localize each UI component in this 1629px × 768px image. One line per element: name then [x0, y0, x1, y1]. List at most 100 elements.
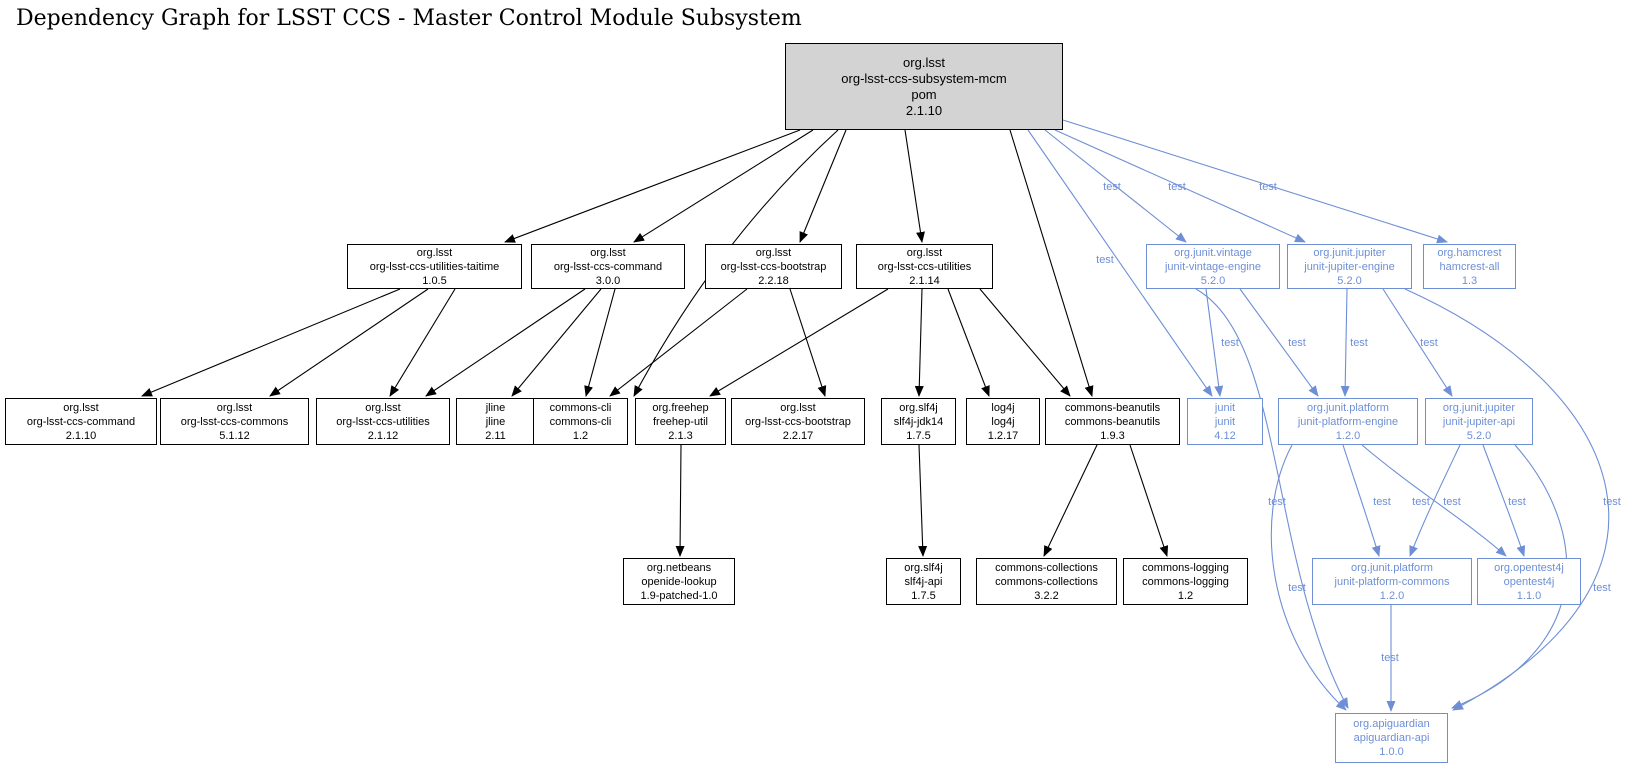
node-group: org.lsst	[903, 54, 945, 70]
node-slf4j-jdk14: org.slf4j slf4j-jdk14 1.7.5	[881, 398, 956, 445]
node-group: org.junit.jupiter	[1313, 246, 1386, 259]
node-group: org.apiguardian	[1353, 718, 1430, 730]
node-group: org.junit.platform	[1351, 561, 1433, 574]
edge-jupiter-engine-jupiter-api	[1382, 288, 1453, 397]
node-version: 2.1.3	[668, 429, 693, 442]
edge-scope-label: test	[1381, 652, 1399, 664]
node-version: 1.7.5	[911, 589, 936, 602]
node-version: 1.2.0	[1335, 429, 1361, 442]
node-apiguardian-api: org.apiguardian apiguardian-api 1.0.0	[1335, 713, 1448, 763]
node-artifact: slf4j-api	[904, 575, 943, 588]
edge-commons-beanutils-commons-logging	[1129, 444, 1169, 557]
node-commons-cli: commons-cli commons-cli 1.2	[533, 398, 628, 445]
node-version: 2.1.12	[367, 429, 399, 442]
node-artifact: org-lsst-ccs-bootstrap	[720, 260, 827, 273]
node-artifact: org-lsst-ccs-command	[26, 415, 136, 428]
node-group: commons-cli	[549, 401, 612, 414]
edge-root-vintage-engine	[1044, 129, 1187, 243]
node-group: org.junit.platform	[1307, 401, 1389, 414]
node-org-lsst-ccs-commons: org.lsst org-lsst-ccs-commons 5.1.12	[160, 398, 309, 445]
node-group: org.hamcrest	[1437, 246, 1502, 259]
edge-scope-label: test	[1221, 337, 1239, 349]
edge-freehep-util-openide-lookup	[675, 444, 685, 557]
node-artifact: junit	[1214, 415, 1236, 428]
node-version: 5.2.0	[1337, 274, 1362, 287]
node-version: 4.12	[1214, 429, 1236, 442]
edge-scope-label: test	[1259, 181, 1277, 193]
node-group: commons-collections	[995, 561, 1098, 574]
node-artifact: org-lsst-ccs-utilities	[877, 260, 972, 273]
node-group: org.lsst	[216, 401, 253, 414]
node-group: org.lsst	[780, 401, 816, 414]
node-group: org.freehep	[652, 401, 709, 414]
node-group: org.slf4j	[899, 401, 938, 414]
node-group: org.slf4j	[904, 561, 943, 574]
node-slf4j-api: org.slf4j slf4j-api 1.7.5	[886, 558, 961, 605]
node-group: org.opentest4j	[1494, 561, 1564, 574]
edge-bootstrap-2218-bootstrap-2217	[789, 288, 827, 397]
edge-jupiter-engine-apiguardian	[1404, 288, 1610, 711]
edge-scope-label: test	[1373, 496, 1391, 508]
edge-scope-label: test	[1288, 337, 1306, 349]
node-artifact: junit-jupiter-engine	[1304, 260, 1395, 273]
node-version: 2.2.17	[782, 429, 814, 442]
edge-scope-label: test	[1412, 496, 1430, 508]
node-group: org.lsst	[416, 246, 453, 259]
node-version: 2.11	[485, 429, 506, 442]
node-artifact: junit-platform-engine	[1297, 415, 1399, 428]
node-artifact: junit-vintage-engine	[1164, 260, 1261, 273]
node-version: 5.1.12	[219, 429, 250, 442]
node-version: 2.2.18	[758, 274, 789, 287]
node-version: 2.1.10	[65, 429, 97, 442]
edge-platform-engine-apiguardian	[1270, 444, 1347, 711]
node-org-lsst-ccs-command-3-0-0: org.lsst org-lsst-ccs-command 3.0.0	[531, 244, 685, 289]
edge-scope-label: test	[1420, 337, 1438, 349]
node-org-lsst-ccs-utilities-2-1-14: org.lsst org-lsst-ccs-utilities 2.1.14	[856, 244, 993, 289]
edge-utilities-2114-slf4j-jdk14	[914, 288, 924, 397]
node-version: 3.2.2	[1034, 589, 1059, 602]
node-artifact: commons-logging	[1142, 575, 1229, 588]
edge-scope-label: test	[1096, 254, 1114, 266]
node-group: org.lsst	[590, 246, 626, 259]
node-junit-jupiter-engine: org.junit.jupiter junit-jupiter-engine 5…	[1287, 244, 1412, 289]
edge-root-junit	[1027, 129, 1213, 397]
node-version: 1.2.0	[1379, 589, 1405, 602]
node-hamcrest-all: org.hamcrest hamcrest-all 1.3	[1423, 244, 1516, 289]
node-artifact: commons-beanutils	[1064, 415, 1161, 428]
node-version: 1.0.0	[1379, 746, 1404, 758]
node-version: 5.2.0	[1200, 274, 1226, 287]
node-org-lsst-ccs-bootstrap-2-2-18: org.lsst org-lsst-ccs-bootstrap 2.2.18	[705, 244, 842, 289]
node-group: junit	[1214, 401, 1236, 414]
edge-platform-engine-opentest4j	[1361, 444, 1507, 557]
edge-scope-label: test	[1168, 181, 1186, 193]
edge-jupiter-engine-platform-engine	[1340, 288, 1350, 397]
node-version: 3.0.0	[595, 274, 621, 287]
node-log4j: log4j log4j 1.2.17	[966, 398, 1040, 445]
node-version: 1.3	[1461, 274, 1478, 287]
edge-command-300-commons-cli	[584, 288, 616, 397]
node-artifact: commons-collections	[995, 575, 1098, 588]
node-org-lsst-ccs-utilities-2-1-12: org.lsst org-lsst-ccs-utilities 2.1.12	[316, 398, 450, 445]
node-org-lsst-ccs-subsystem-mcm: org.lsst org-lsst-ccs-subsystem-mcm pom …	[785, 43, 1063, 130]
node-version: 1.2.17	[987, 429, 1019, 442]
edge-root-taitime	[504, 129, 801, 243]
node-artifact: org-lsst-ccs-command	[553, 260, 663, 273]
node-jline: jline jline 2.11	[456, 398, 535, 445]
edge-scope-label: test	[1350, 337, 1368, 349]
edge-scope-label: test	[1508, 496, 1526, 508]
node-artifact: slf4j-jdk14	[893, 415, 944, 428]
edge-utilities-2114-commons-beanutils	[979, 288, 1071, 397]
node-artifact: org-lsst-ccs-commons	[180, 415, 289, 428]
edge-command-300-utilities-2112	[425, 288, 586, 397]
node-group: org.junit.vintage	[1174, 246, 1252, 259]
node-version: 1.9-patched-1.0	[640, 589, 718, 602]
node-commons-beanutils: commons-beanutils commons-beanutils 1.9.…	[1045, 398, 1180, 445]
edge-vintage-engine-apiguardian	[1195, 288, 1349, 709]
edge-scope-label: test	[1603, 496, 1621, 508]
edge-taitime-commons-5112	[269, 288, 429, 397]
edge-scope-label: test	[1268, 496, 1286, 508]
edge-commons-beanutils-commons-collections	[1043, 444, 1098, 557]
edge-slf4j-jdk14-slf4j-api	[918, 444, 928, 557]
edge-root-hamcrest-all	[1062, 119, 1448, 244]
